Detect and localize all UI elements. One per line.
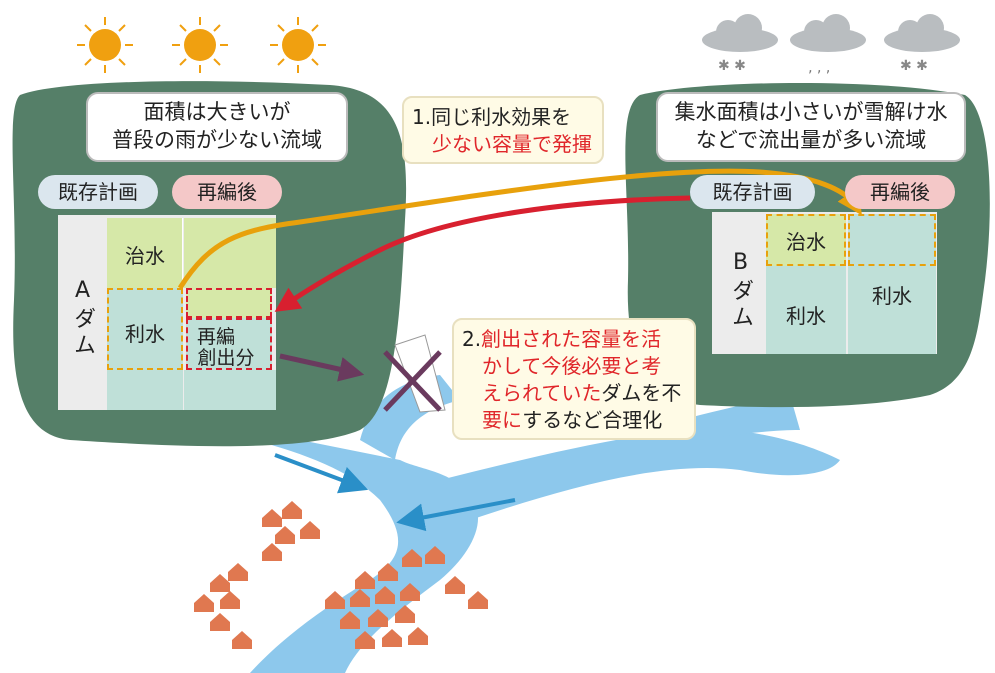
svg-text:✱ ✱: ✱ ✱ bbox=[900, 58, 928, 74]
right-dam-label: Bダム bbox=[728, 250, 753, 331]
house-icon bbox=[468, 591, 488, 609]
left-flood-existing bbox=[107, 218, 183, 288]
house-icon bbox=[378, 563, 398, 581]
house-icon bbox=[282, 501, 302, 519]
house-icon bbox=[262, 543, 282, 561]
left-water-existing-label: 利水 bbox=[125, 322, 165, 346]
house-icon bbox=[355, 571, 375, 589]
note-2-line3-a: えられていた bbox=[482, 381, 602, 405]
house-icon bbox=[194, 594, 214, 612]
left-dam-a bbox=[58, 215, 104, 410]
sun-icon bbox=[270, 17, 326, 73]
right-basin-callout: 集水面積は小さいが雪解け水 などで流出量が多い流域 bbox=[656, 92, 966, 162]
left-callout-line1: 面積は大きいが bbox=[143, 100, 291, 124]
note-2-line3: えられていたダムを不 bbox=[462, 380, 686, 407]
note-1-line1: 1.同じ利水効果を bbox=[412, 105, 572, 129]
house-icon bbox=[232, 631, 252, 649]
house-icon bbox=[400, 583, 420, 601]
note-2-line3-b: ダムを不 bbox=[601, 381, 682, 405]
house-icon bbox=[210, 613, 230, 631]
left-existing-label: 既存計画 bbox=[38, 175, 158, 209]
house-icon bbox=[325, 591, 345, 609]
left-created-top bbox=[186, 288, 272, 318]
house-icon bbox=[340, 611, 360, 629]
flow-arrow-left bbox=[274, 453, 369, 494]
left-callout-line2: 普段の雨が少ない流域 bbox=[112, 128, 322, 152]
note-2-line4-a: 要に bbox=[482, 408, 523, 432]
sun-icon bbox=[172, 17, 228, 73]
right-flood-existing bbox=[766, 214, 846, 266]
sun-icon bbox=[77, 17, 133, 73]
left-created-label-1: 再編 bbox=[196, 326, 235, 348]
right-water-reorg bbox=[848, 266, 936, 354]
right-dam-b bbox=[712, 214, 764, 354]
left-reorg-label: 再編後 bbox=[172, 175, 282, 209]
note-2-line1-b: 創出された容量を活 bbox=[481, 327, 662, 351]
cross-icon bbox=[383, 334, 446, 413]
house-icon bbox=[210, 574, 230, 592]
left-water-existing bbox=[107, 288, 183, 370]
house-icon bbox=[368, 609, 388, 627]
note-2-line2: かして今後必要と考 bbox=[482, 354, 662, 378]
left-dam-label: Aダム bbox=[70, 278, 95, 359]
left-basin-callout: 面積は大きいが 普段の雨が少ない流域 bbox=[86, 92, 348, 162]
left-water-existing-lower bbox=[107, 370, 183, 410]
note-1: 1.同じ利水効果を 少ない容量で発揮 bbox=[402, 96, 604, 164]
svg-text:✱ ✱: ✱ ✱ bbox=[718, 58, 746, 74]
right-water-existing bbox=[766, 266, 846, 354]
house-icon bbox=[382, 629, 402, 647]
house-icon bbox=[395, 605, 415, 623]
house-icon bbox=[355, 631, 375, 649]
left-created-bottom bbox=[186, 318, 272, 370]
cloud-icon: ‚ ‚ ‚ bbox=[790, 14, 866, 76]
note-2-line4-b: するなど合理化 bbox=[522, 408, 663, 432]
note-2-line4: 要にするなど合理化 bbox=[462, 407, 686, 434]
cloud-icon: ✱ ✱ bbox=[884, 14, 960, 74]
right-flood-existing-label: 治水 bbox=[786, 230, 826, 254]
house-icon bbox=[220, 591, 240, 609]
note-2: 2.創出された容量を活 かして今後必要と考 えられていたダムを不 要にするなど合… bbox=[452, 318, 696, 440]
svg-text:‚ ‚ ‚: ‚ ‚ ‚ bbox=[808, 60, 830, 76]
note-1-line2: 少ない容量で発揮 bbox=[432, 132, 592, 156]
house-icon bbox=[300, 521, 320, 539]
house-icon bbox=[445, 576, 465, 594]
red-arrow bbox=[274, 195, 691, 312]
right-water-reorg-label: 利水 bbox=[872, 284, 912, 308]
right-callout-line2: などで流出量が多い流域 bbox=[695, 128, 927, 152]
house-icon bbox=[408, 627, 428, 645]
house-icon bbox=[425, 546, 445, 564]
house-icon bbox=[228, 563, 248, 581]
cloud-icon: ✱ ✱ bbox=[702, 14, 778, 74]
house-icon bbox=[375, 586, 395, 604]
house-icon bbox=[262, 509, 282, 527]
right-existing-label: 既存計画 bbox=[690, 175, 815, 209]
note-2-line1-a: 2. bbox=[462, 327, 482, 351]
house-cluster bbox=[194, 501, 488, 649]
note-2-line1: 2.創出された容量を活 bbox=[462, 326, 686, 353]
right-callout-line1: 集水面積は小さいが雪解け水 bbox=[674, 100, 948, 124]
left-water-reorg-lower bbox=[184, 370, 276, 410]
right-reorg-label: 再編後 bbox=[845, 175, 955, 209]
house-icon bbox=[350, 589, 370, 607]
left-flood-existing-label: 治水 bbox=[125, 244, 165, 268]
flow-arrow-right bbox=[396, 498, 516, 532]
purple-arrow bbox=[279, 353, 365, 382]
house-icon bbox=[275, 526, 295, 544]
left-created-label-2: 創出分 bbox=[197, 347, 255, 369]
right-flood-reorg bbox=[848, 214, 936, 266]
house-icon bbox=[402, 549, 422, 567]
right-water-existing-label: 利水 bbox=[786, 304, 826, 328]
